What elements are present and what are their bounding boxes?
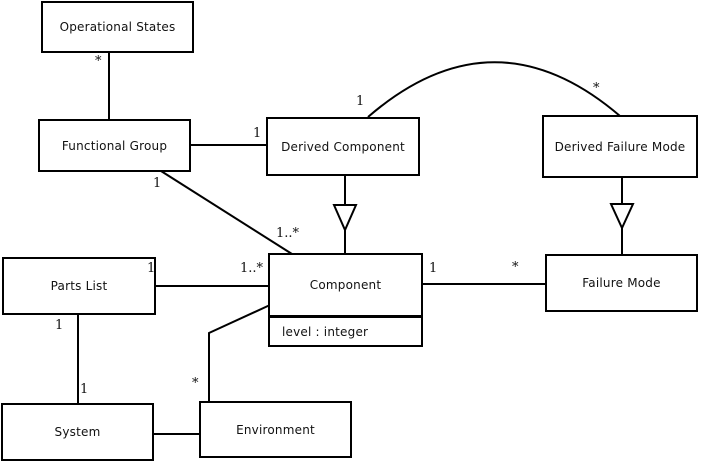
class-environment: Environment [199,401,352,458]
multiplicity-environment-end: * [192,376,199,391]
class-name-label: Component [309,278,382,292]
class-name-label: Derived Failure Mode [554,139,686,154]
class-name-label: Derived Component [281,139,405,154]
multiplicity-arc-derived-component-end: 1 [356,94,365,109]
multiplicity-component-end-failure-mode: 1 [429,261,438,276]
multiplicity-derived-component-end: 1 [253,126,262,141]
class-name-label: Parts List [50,279,108,293]
class-derived-failure-mode: Derived Failure Mode [542,115,698,178]
class-parts-list: Parts List [2,257,156,315]
component-name-compartment: Component [270,255,421,318]
association-derived-component-derived-failure-mode [367,61,621,118]
class-operational-states: Operational States [41,1,194,53]
component-attribute-compartment: level : integer [270,318,421,345]
class-functional-group: Functional Group [38,119,191,172]
multiplicity-functional-group-end: 1 [153,176,162,191]
multiplicity-arc-derived-failure-mode-end: * [593,81,600,96]
multiplicity-component-end-diagonal: 1..* [276,226,300,241]
generalization-triangle-icon [332,204,358,233]
class-name-label: Functional Group [61,138,168,153]
generalization-triangle-icon [609,203,635,231]
class-name-label: Failure Mode [582,276,661,290]
association-environment-component [208,304,271,402]
attribute-label: level : integer [282,324,369,339]
class-name-label: System [54,425,101,439]
multiplicity-failure-mode-end: * [512,260,519,275]
multiplicity-component-end-parts-list: 1..* [240,261,264,276]
association-functional-group-component [160,170,293,255]
class-derived-component: Derived Component [266,117,420,176]
multiplicity-parts-list-end: 1 [147,261,156,276]
class-system: System [1,403,154,461]
multiplicity-parts-list-system-top: 1 [55,318,64,333]
multiplicity-operational-states-end: * [95,54,102,69]
class-name-label: Operational States [59,20,176,34]
class-name-label: Environment [236,422,315,437]
class-component: Component level : integer [268,253,423,347]
class-failure-mode: Failure Mode [545,254,698,312]
multiplicity-parts-list-system-bottom: 1 [80,382,89,397]
